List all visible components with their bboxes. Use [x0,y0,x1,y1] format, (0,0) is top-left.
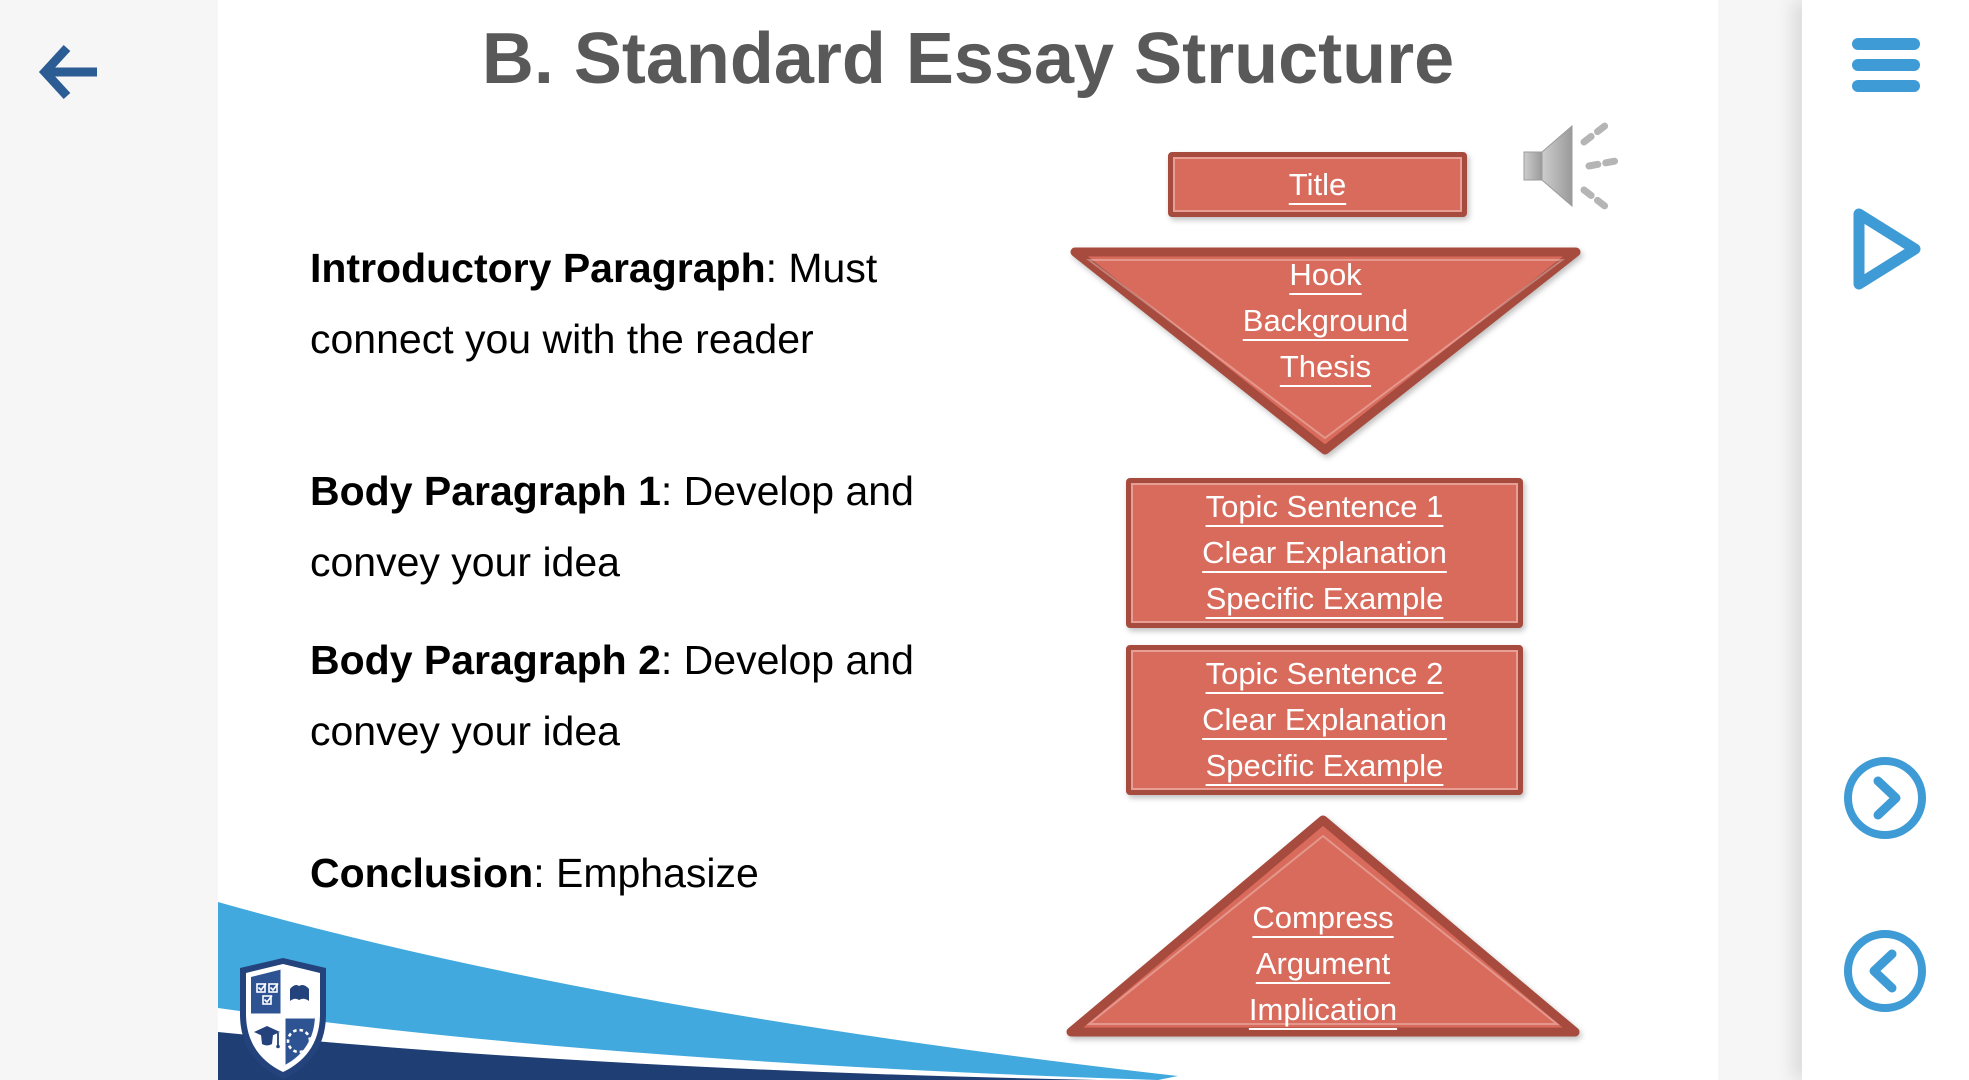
hamburger-icon [1852,38,1920,50]
outline-intro-paragraph: Introductory Paragraph: Must connect you… [310,233,1010,375]
outline-body-paragraph-1: Body Paragraph 1: Develop and convey you… [310,456,1010,598]
arrow-left-icon [38,44,97,100]
play-button[interactable] [1848,203,1926,295]
outline-desc: : Emphasize [533,850,759,896]
diagram-text: Implication [1248,992,1398,1027]
slide-title: B. Standard Essay Structure [481,19,1455,99]
diagram-text: Clear Explanation [1202,535,1447,570]
hamburger-icon [1852,59,1920,71]
menu-button[interactable] [1852,38,1920,101]
speaker-icon[interactable] [1518,116,1638,216]
diagram-conclusion-triangle [1066,815,1580,1037]
academy-crest-logo [240,958,326,1079]
diagram-text: Title [1288,166,1347,202]
outline-desc: : Must connect you with the reader [310,245,878,362]
outline-term: Introductory Paragraph [310,245,766,291]
right-control-rail [1802,0,1969,1080]
slide-canvas: B. Standard Essay Structure Introductory… [218,0,1718,1080]
outline-term: Body Paragraph 1 [310,468,661,514]
diagram-conclusion-triangle-text: Compress Argument Implication [1063,895,1583,1033]
play-icon [1853,208,1921,290]
diagram-text: Topic Sentence 1 [1205,489,1444,524]
hamburger-icon [1852,80,1920,92]
diagram-text: Clear Explanation [1202,702,1447,737]
swoosh-decoration [218,902,1178,1080]
diagram-text: Specific Example [1205,748,1444,783]
diagram-text: Hook [1289,257,1362,292]
outline-conclusion: Conclusion: Emphasize [310,838,1010,909]
crest-checkboxes-icon [256,983,279,1005]
diagram-text: Background [1242,303,1409,338]
back-button[interactable] [38,42,102,102]
diagram-title-box: Title [1168,152,1467,217]
chevron-right-icon [1873,776,1901,820]
next-slide-button[interactable] [1842,755,1928,841]
chevron-left-icon [1869,949,1897,993]
previous-slide-button[interactable] [1842,928,1928,1014]
diagram-intro-triangle [1070,247,1581,455]
crest-graduation-cap-icon [254,1026,280,1049]
diagram-text: Specific Example [1205,581,1444,616]
outline-desc: : Develop and convey your idea [310,637,914,754]
outline-desc: : Develop and convey your idea [310,468,914,585]
diagram-intro-triangle-text: Hook Background Thesis [1067,252,1584,390]
diagram-text: Topic Sentence 2 [1205,656,1444,691]
outline-term: Conclusion [310,850,534,896]
diagram-body1-box: Topic Sentence 1 Clear Explanation Speci… [1126,478,1523,628]
diagram-body2-box: Topic Sentence 2 Clear Explanation Speci… [1126,645,1523,795]
crest-book-icon [290,985,309,1001]
outline-term: Body Paragraph 2 [310,637,661,683]
diagram-text: Compress [1252,900,1394,935]
diagram-text: Thesis [1279,349,1372,384]
diagram-text: Argument [1255,946,1391,981]
outline-body-paragraph-2: Body Paragraph 2: Develop and convey you… [310,625,1010,767]
